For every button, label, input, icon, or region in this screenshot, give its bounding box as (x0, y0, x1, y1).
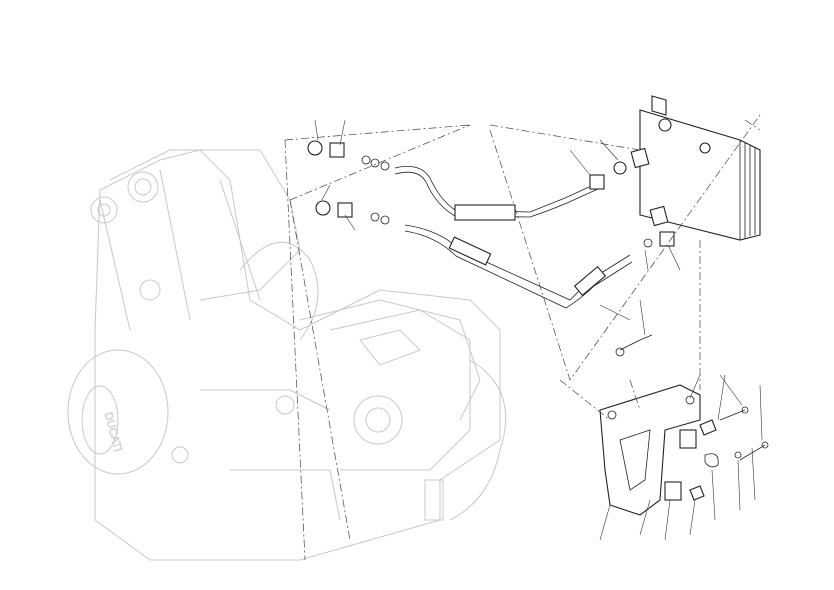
assembly-lines (284, 114, 763, 561)
cam-pulley-icon (127, 171, 159, 203)
engine-side-cover (67, 349, 169, 475)
cooler-bracket (599, 334, 769, 516)
upper-oil-hose (307, 140, 627, 221)
ducati-logo: DUCATI (102, 411, 124, 453)
oil-cooler (630, 95, 761, 241)
engine-block: DUCATI (67, 149, 507, 561)
lower-oil-hose (315, 200, 675, 309)
